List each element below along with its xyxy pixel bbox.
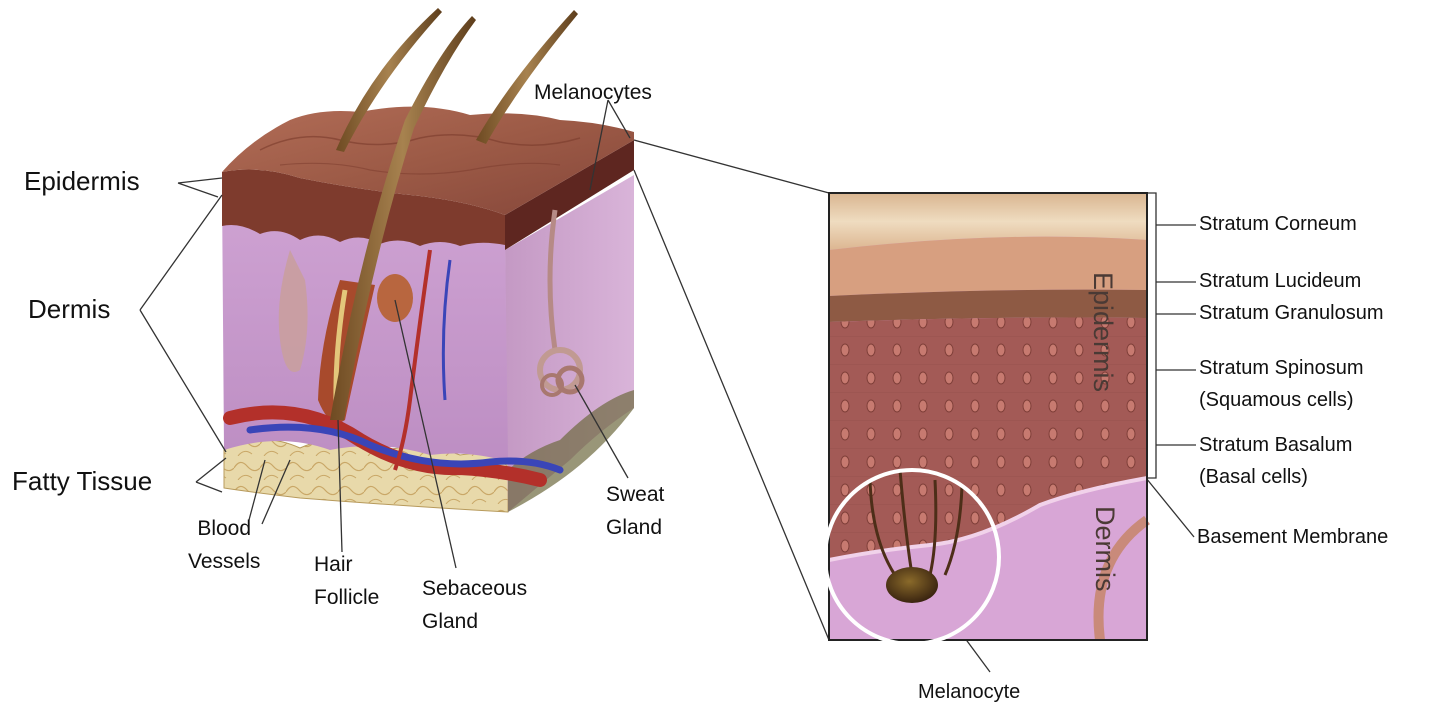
- melanocytes-label: Melanocytes: [534, 76, 652, 109]
- dermis-label: Dermis: [28, 294, 110, 325]
- inset-dermis-vertical: Dermis: [1090, 506, 1120, 592]
- stratum-corneum-label: Stratum Corneum: [1199, 208, 1357, 240]
- epidermis-label: Epidermis: [24, 166, 140, 197]
- melanocyte-label: Melanocyte: [918, 676, 1020, 708]
- basement-membrane-label: Basement Membrane: [1197, 521, 1388, 553]
- stratum-granulosum-label: Stratum Granulosum: [1199, 297, 1384, 329]
- fatty-tissue-label: Fatty Tissue: [12, 466, 152, 497]
- sebaceous-gland: [377, 274, 413, 322]
- stratum-lucideum-label: Stratum Lucideum: [1199, 265, 1361, 297]
- inset-epidermis-vertical: Epidermis: [1088, 272, 1118, 392]
- stratum-spinosum-label: Stratum Spinosum(Squamous cells): [1199, 352, 1364, 416]
- melanocyte-cell: [886, 567, 938, 603]
- stratum-basalum-label: Stratum Basalum(Basal cells): [1199, 429, 1352, 493]
